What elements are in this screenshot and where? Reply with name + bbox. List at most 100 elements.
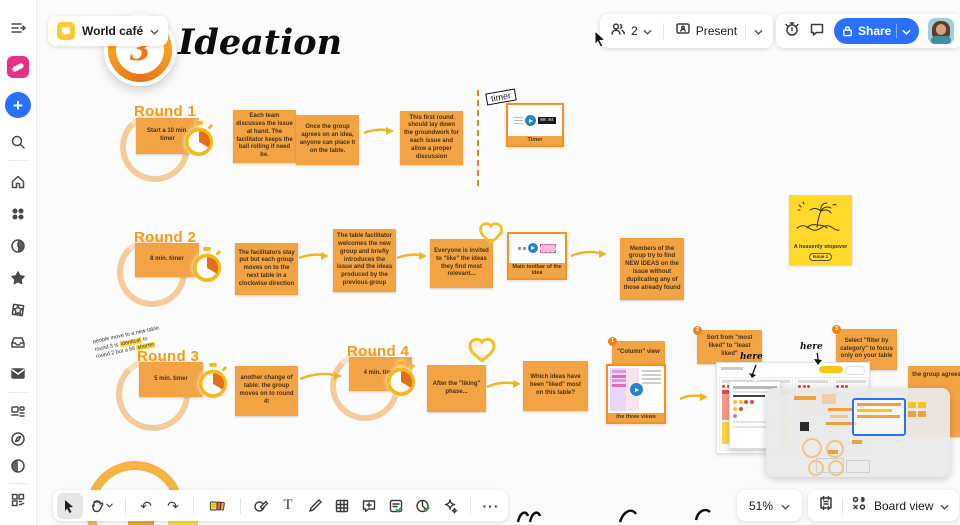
video-caption: Timer: [508, 136, 562, 145]
round4-title[interactable]: Round 4: [347, 343, 410, 360]
compass-icon[interactable]: [10, 431, 26, 447]
redo-button[interactable]: ↷: [167, 497, 179, 514]
round4-note[interactable]: After the "liking" phase...: [427, 365, 486, 412]
round1-note[interactable]: This first round should lay down the gro…: [400, 111, 463, 165]
mouse-cursor: [594, 30, 607, 48]
frames-icon[interactable]: [818, 495, 834, 516]
round2-note[interactable]: The facilitators stay put but each group…: [235, 243, 298, 295]
play-icon[interactable]: [629, 383, 643, 397]
round1-title[interactable]: Round 1: [134, 103, 197, 120]
chevron-down-icon[interactable]: [940, 497, 949, 515]
round2-note[interactable]: The table facilitator welcomes the new g…: [333, 229, 396, 292]
here-annotation[interactable]: here: [800, 342, 823, 352]
hand-tool[interactable]: [84, 493, 118, 519]
share-button[interactable]: Share: [834, 18, 920, 44]
minimap[interactable]: [766, 388, 950, 477]
timer-icon[interactable]: [784, 21, 800, 42]
undo-button[interactable]: ↶: [140, 497, 152, 514]
recent-clock-icon[interactable]: [10, 238, 26, 254]
here-annotation[interactable]: here: [740, 352, 763, 362]
step-badge: 1: [608, 337, 617, 346]
user-avatar[interactable]: [928, 18, 955, 44]
sticky-note-tool[interactable]: [201, 493, 233, 519]
stopwatch-icon[interactable]: [384, 360, 418, 398]
pen-tool[interactable]: [302, 493, 328, 519]
board-view-icon: [851, 495, 867, 516]
charts-tool[interactable]: [410, 493, 436, 519]
zoom-control[interactable]: 51%: [737, 490, 803, 521]
round2-timer-note[interactable]: 8 min. timer: [135, 243, 199, 277]
select-tool[interactable]: [57, 492, 83, 519]
round3-title[interactable]: Round 3: [137, 348, 200, 365]
chevron-down-icon[interactable]: [643, 22, 652, 40]
round3-timer-note[interactable]: 5 min. timer: [139, 362, 203, 397]
heart-doodle[interactable]: [477, 220, 505, 246]
more-tools-button[interactable]: ···: [482, 497, 500, 514]
stopwatch-icon[interactable]: [182, 120, 216, 158]
stopover-sticky[interactable]: A heavenly stopover Issue 1: [789, 195, 852, 265]
comment-tool[interactable]: [356, 493, 382, 519]
mail-icon[interactable]: [10, 365, 26, 381]
inbox-icon[interactable]: [10, 334, 26, 350]
round4-note[interactable]: Which ideas have been "liked" most on th…: [523, 361, 588, 411]
sidebar-divider: [9, 160, 27, 161]
dashed-divider[interactable]: [477, 90, 479, 186]
round2-note[interactable]: Everyone is invited to "like" the ideas …: [430, 239, 493, 288]
collaborators-icon[interactable]: [610, 21, 626, 42]
round2-note[interactable]: Members of the group try to find NEW IDE…: [620, 238, 684, 300]
comments-icon[interactable]: [809, 21, 825, 42]
stopwatch-icon[interactable]: [190, 246, 224, 284]
timer-video-card[interactable]: 00:04 Timer: [506, 103, 564, 147]
round3-note[interactable]: another change of table: the group moves…: [235, 366, 298, 416]
step2-sticky[interactable]: 2 Sort from "most liked" to "least liked…: [693, 326, 762, 364]
arrow-connector[interactable]: [569, 247, 609, 261]
shapes-tool[interactable]: [248, 493, 274, 519]
apps-grid-icon[interactable]: [10, 206, 26, 222]
minimap-viewport[interactable]: [852, 398, 906, 436]
round1-note[interactable]: Once the group agrees on an idea, anyone…: [296, 115, 359, 165]
step-text: Sort from "most liked" to "least liked": [706, 335, 753, 357]
chevron-down-icon[interactable]: [754, 22, 763, 40]
qr-grid-icon[interactable]: [10, 492, 26, 508]
stopwatch-icon[interactable]: [196, 362, 230, 400]
toolbar-video-card[interactable]: Main toolbar of the idea: [507, 232, 567, 280]
board-menu[interactable]: World café: [48, 16, 169, 46]
three-views-video-card[interactable]: the three views: [606, 364, 666, 424]
partial-sticky-doodle: [168, 518, 198, 525]
round2-title[interactable]: Round 2: [134, 229, 197, 246]
step-text: Select "filter by category" to focus onl…: [840, 337, 893, 360]
chevron-down-icon[interactable]: [781, 497, 790, 515]
app-logo-icon[interactable]: [7, 56, 29, 78]
kite-icon[interactable]: [10, 302, 26, 318]
help-icon[interactable]: [10, 458, 26, 474]
arrow-connector[interactable]: [297, 249, 331, 263]
favorites-star-icon[interactable]: [10, 270, 26, 286]
chevron-down-icon[interactable]: [902, 22, 911, 40]
text-tool[interactable]: T: [283, 497, 293, 513]
view-label[interactable]: Board view: [874, 498, 934, 513]
stopover-tag[interactable]: Issue 1: [808, 253, 833, 261]
notes-tool[interactable]: [383, 493, 409, 519]
templates-icon[interactable]: [10, 404, 26, 420]
play-icon[interactable]: [525, 115, 537, 127]
play-icon[interactable]: [527, 243, 538, 254]
arrow-connector[interactable]: [298, 368, 344, 384]
home-icon[interactable]: [10, 174, 26, 190]
board-section-title[interactable]: Ideation: [178, 22, 343, 63]
search-icon[interactable]: [10, 134, 26, 150]
sidebar-toggle-icon[interactable]: [10, 20, 26, 36]
create-button[interactable]: +: [5, 92, 31, 118]
heart-doodle[interactable]: [466, 335, 498, 365]
arrow-connector[interactable]: [395, 249, 429, 263]
step1-sticky[interactable]: 1 "Column" view: [608, 337, 665, 365]
arrow-connector[interactable]: [362, 124, 396, 138]
round1-note[interactable]: Each team discusses the issue at hand. T…: [233, 110, 296, 163]
present-label[interactable]: Present: [695, 24, 738, 38]
arrow-connector[interactable]: [678, 390, 710, 404]
table-tool[interactable]: [329, 493, 355, 519]
board-name: World café: [82, 24, 144, 38]
arrow-connector[interactable]: [485, 376, 523, 392]
ai-sparkles-tool[interactable]: [437, 493, 463, 519]
partial-script-doodle[interactable]: [500, 504, 730, 524]
